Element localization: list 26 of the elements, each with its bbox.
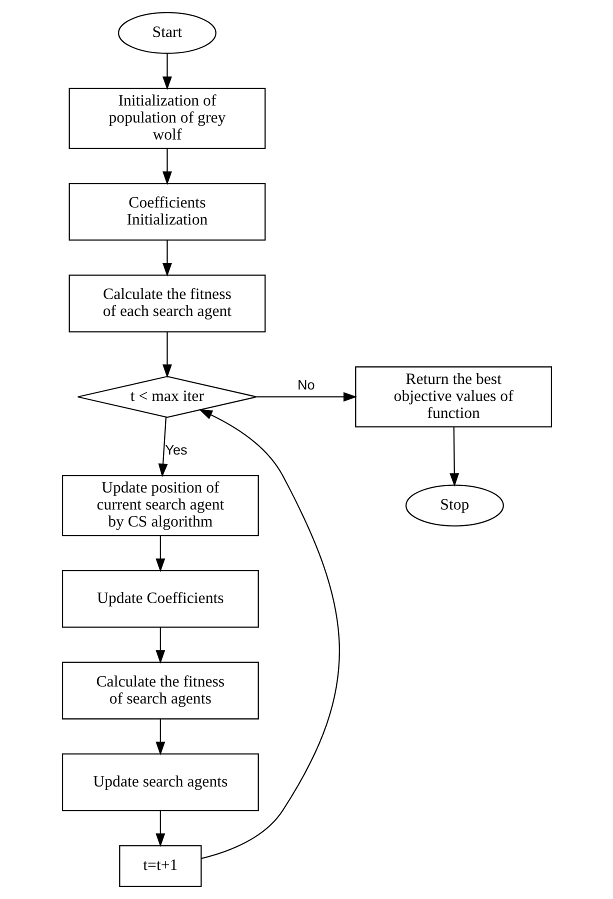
node-box: Update search agents: [61, 753, 258, 812]
node-box: Calculate the fitness of each search agent: [68, 274, 266, 332]
arrow: [256, 392, 357, 402]
arrow: [158, 417, 168, 478]
node-box: Update position of current search agent by CS algorithm: [61, 474, 258, 536]
arrow: [162, 53, 172, 90]
arrow: [162, 332, 172, 378]
node-ellipse: Start: [117, 12, 216, 54]
arrow: [449, 427, 459, 487]
node-box: t=t+1: [118, 845, 202, 887]
arrow: [198, 409, 340, 859]
node-box: Return the best objective values of function: [354, 366, 552, 428]
arrow: [162, 240, 172, 277]
arrow: [162, 148, 172, 185]
arrow: [155, 810, 165, 847]
node-box: Coefficients Initialization: [68, 182, 266, 241]
node-diamond: t < max iter: [76, 376, 257, 418]
edge-label: Yes: [164, 442, 187, 458]
node-box: Initialization of population of grey wolf: [68, 88, 266, 149]
edge-label: No: [296, 378, 314, 393]
node-box: Calculate the fitness of search agents: [61, 662, 258, 720]
node-box: Update Coefficients: [61, 570, 258, 628]
arrow: [155, 536, 165, 572]
node-ellipse: Stop: [404, 484, 504, 526]
arrow: [155, 627, 165, 664]
arrow: [155, 719, 165, 756]
